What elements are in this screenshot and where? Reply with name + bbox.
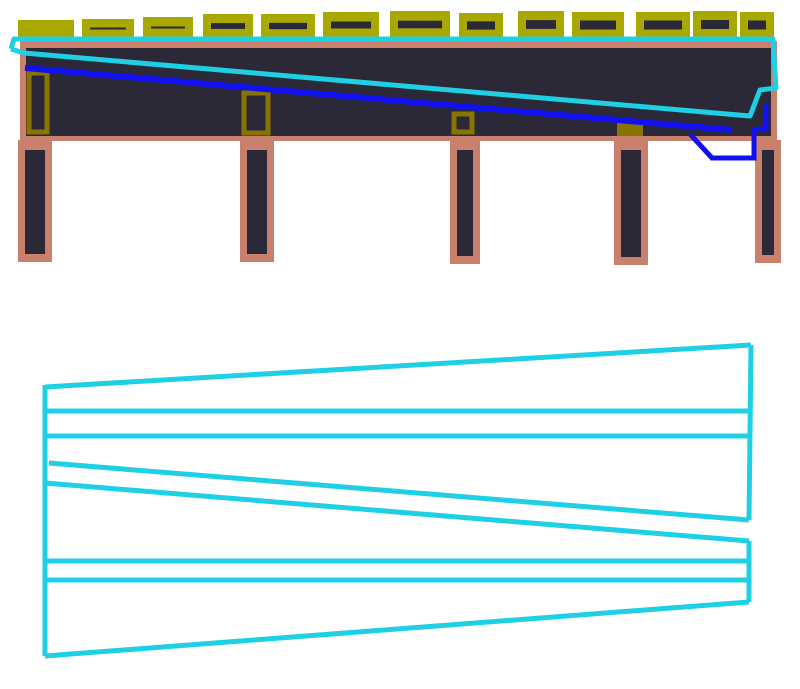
legs: [18, 140, 781, 265]
leg-interior: [621, 150, 641, 257]
pad-slot: [526, 20, 556, 29]
connectors: [26, 70, 475, 136]
pad-slot: [151, 26, 185, 29]
top-pad: [18, 20, 74, 40]
pad-slot: [211, 23, 245, 29]
plan-line: [48, 460, 750, 523]
connector: [241, 90, 271, 136]
pad-slot: [331, 21, 371, 29]
connector: [451, 111, 475, 135]
pad-slot: [748, 20, 766, 30]
pad-slot: [90, 27, 126, 30]
pad-slot: [398, 20, 442, 29]
leg-interior: [247, 150, 267, 254]
leg-interior: [25, 150, 45, 254]
blue-hook: [688, 104, 769, 161]
leg-interior: [762, 150, 774, 255]
connector: [26, 70, 50, 135]
plan-right-edge: [746, 344, 754, 521]
blue-line: [24, 65, 733, 133]
pad-slot: [269, 22, 307, 30]
leg-interior: [457, 150, 473, 256]
plan-view: [42, 342, 754, 659]
plan-line: [44, 599, 750, 659]
plan-line: [44, 480, 750, 544]
pad-slot: [580, 20, 616, 30]
cyan-outline-top: [8, 36, 779, 119]
top-pads: [18, 11, 774, 40]
pad-slot: [467, 21, 495, 30]
pad-slot: [644, 20, 682, 30]
plan-line: [44, 342, 752, 390]
connector-block: [617, 121, 643, 136]
pad-slot: [701, 20, 729, 29]
